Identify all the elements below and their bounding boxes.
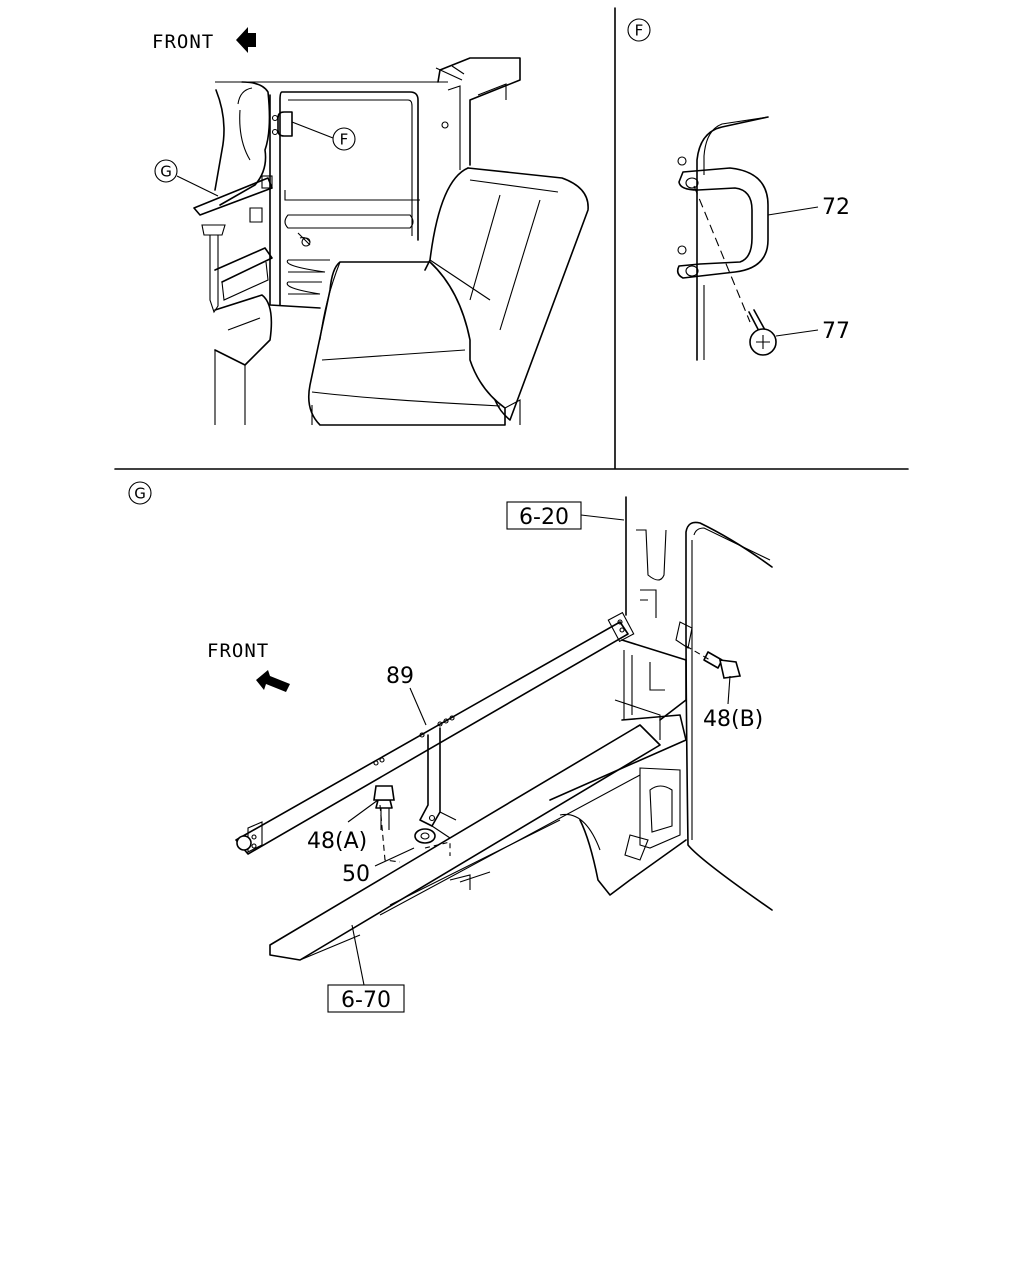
detail-g-title: G: [134, 485, 146, 503]
part-48a-label: 48(A): [307, 829, 367, 854]
front-label-g: FRONT: [207, 640, 269, 662]
part-50-label: 50: [342, 862, 370, 887]
panel-dividers: [114, 7, 909, 470]
part-48b-label: 48(B): [703, 707, 763, 732]
front-arrow-top: [236, 27, 256, 53]
front-label-top: FRONT: [152, 31, 214, 53]
ref-6-70-label: 6-70: [341, 988, 391, 1013]
callout-g-circle: [154, 159, 178, 183]
part-72-label: 72: [822, 195, 850, 220]
overview-view: FRONT: [152, 27, 589, 426]
part-89-label: 89: [386, 664, 414, 689]
detail-f-view: F 72 77: [627, 18, 850, 361]
callout-f-label: F: [340, 131, 349, 149]
front-arrow-g: [256, 670, 290, 692]
detail-g-view: G FRONT 6-20: [128, 481, 773, 1013]
detail-f-title-circle: [627, 18, 651, 42]
ref-6-20-label: 6-20: [519, 505, 569, 530]
callout-g-label: G: [160, 163, 172, 181]
detail-g-title-circle: [128, 481, 152, 505]
detail-f-title: F: [635, 22, 644, 40]
part-77-label: 77: [822, 319, 850, 344]
callout-f-circle: [332, 127, 356, 151]
ref-6-70-box: [327, 984, 405, 1013]
